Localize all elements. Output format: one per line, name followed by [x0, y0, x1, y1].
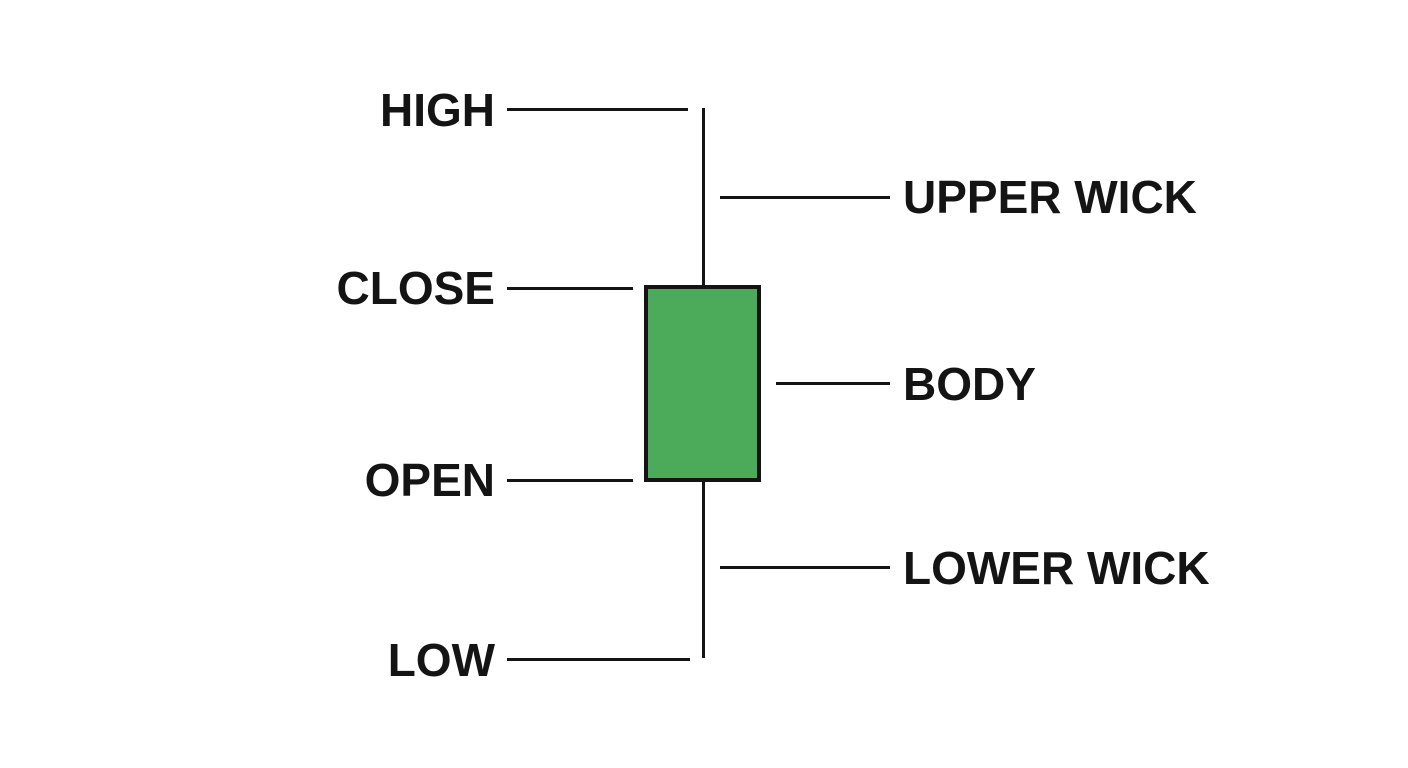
label-close: CLOSE: [336, 262, 495, 314]
high-connector-line: [507, 108, 688, 111]
lower-wick-connector-line: [720, 566, 890, 569]
label-upper-wick: UPPER WICK: [903, 171, 1197, 223]
open-connector-line: [507, 479, 633, 482]
label-body: BODY: [903, 358, 1036, 410]
candle-body: [644, 285, 761, 482]
upper-wick-connector-line: [720, 196, 890, 199]
label-high: HIGH: [380, 84, 495, 136]
close-connector-line: [507, 287, 633, 290]
body-connector-line: [776, 382, 890, 385]
label-open: OPEN: [364, 454, 495, 506]
label-lower-wick: LOWER WICK: [903, 542, 1210, 594]
label-low: LOW: [387, 634, 495, 686]
low-connector-line: [507, 658, 690, 661]
